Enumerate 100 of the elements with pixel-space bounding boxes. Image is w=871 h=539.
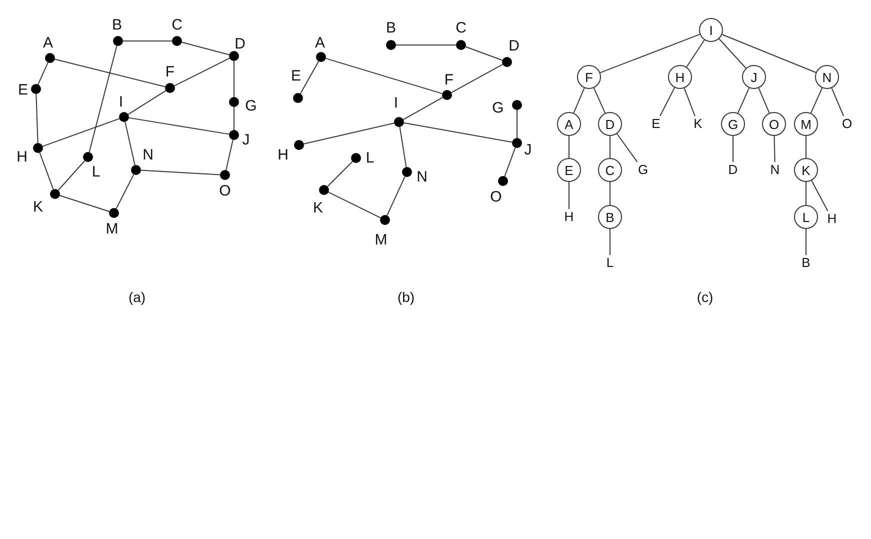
vertex-label: L <box>92 164 100 180</box>
node-label: B <box>606 210 614 224</box>
tree-node-circle <box>794 112 818 136</box>
vertex-label: E <box>18 82 28 98</box>
vertex-label: F <box>444 72 454 88</box>
node-label: I <box>709 24 713 36</box>
vertex-label: O <box>219 184 231 198</box>
connector-line <box>465 46 503 61</box>
leaf-label: D <box>728 163 738 177</box>
connector-line <box>38 62 48 85</box>
vertex-label: K <box>313 200 323 216</box>
connector-line <box>810 87 823 114</box>
leaf-label: E <box>652 117 660 131</box>
vertex-label: O <box>490 190 502 204</box>
connector-line <box>616 133 638 162</box>
vertex-label: C <box>172 18 182 32</box>
connector-line <box>811 180 828 212</box>
connector-line <box>386 176 406 216</box>
connector-line <box>58 160 86 191</box>
vertex-label: B <box>386 20 396 36</box>
vertex-label: A <box>43 36 53 50</box>
node-label: H <box>675 70 685 84</box>
leaf-label: K <box>694 117 702 131</box>
tree-node-circle <box>557 112 581 136</box>
panel-caption: (c) <box>696 289 714 305</box>
connector-line <box>732 136 734 162</box>
connector-line <box>516 110 518 138</box>
leaf-label: H <box>827 212 837 226</box>
node-label: O <box>768 118 780 130</box>
tree-node-circle <box>815 65 839 89</box>
tree-node-circle <box>598 158 622 182</box>
panel-caption: (a) <box>128 289 146 305</box>
leaf-label: L <box>606 256 614 270</box>
leaf-label: B <box>802 256 810 270</box>
vertex-label: N <box>142 148 154 162</box>
connector-line <box>39 152 54 190</box>
tree-node-circle <box>577 65 601 89</box>
connector-line <box>328 192 382 218</box>
node-label: D <box>605 118 615 130</box>
connector-line <box>396 44 456 46</box>
connector-line <box>450 64 504 94</box>
vertex-label: B <box>112 18 122 32</box>
connector-line <box>573 88 585 114</box>
tree-node-circle <box>668 65 692 89</box>
vertex-label: I <box>118 94 124 110</box>
connector-line <box>568 136 570 158</box>
tree-node-circle <box>699 18 723 42</box>
connector-line <box>128 90 166 115</box>
connector-line <box>116 174 134 210</box>
connector-line <box>686 40 705 68</box>
connector-line <box>124 121 136 166</box>
vertex-label: C <box>456 20 466 36</box>
vertex-label: I <box>394 96 398 110</box>
connector-line <box>327 161 353 187</box>
tree-node-circle <box>762 112 786 136</box>
connector-line <box>128 117 230 135</box>
vertex-label: F <box>165 64 175 80</box>
connector-line <box>54 58 166 88</box>
vertex-label: J <box>524 142 532 158</box>
connector-line <box>737 87 750 114</box>
connector-line <box>325 58 443 94</box>
connector-line <box>140 170 220 176</box>
tree-node-circle <box>721 112 745 136</box>
panel-caption: (b) <box>397 289 415 305</box>
node-label: A <box>564 118 574 130</box>
vertex-label: D <box>234 36 246 52</box>
vertex-label: M <box>106 222 118 236</box>
node-label: G <box>728 118 738 130</box>
tree-node-circle <box>598 205 622 229</box>
leaf-label: N <box>770 163 780 177</box>
leaf-label: H <box>564 210 574 224</box>
vertex-label: H <box>278 148 288 162</box>
tree-node-circle <box>794 158 818 182</box>
vertex-label: N <box>416 170 428 184</box>
vertex-label: G <box>492 100 504 116</box>
connector-line <box>226 139 234 171</box>
node-label: C <box>605 164 615 176</box>
vertex-label: M <box>374 232 388 248</box>
node-label: M <box>800 118 812 130</box>
vertex-label: E <box>291 68 301 84</box>
vertex-label: G <box>245 98 257 114</box>
node-label: L <box>802 210 810 224</box>
connector-line <box>722 34 816 73</box>
connector-line <box>303 122 395 144</box>
vertex-label: K <box>33 200 43 214</box>
connector-line <box>593 87 606 114</box>
connector-line <box>831 88 844 116</box>
connector-line <box>174 58 230 86</box>
vertex-label: H <box>16 150 28 164</box>
tree-node-circle <box>794 205 818 229</box>
tree-node-circle <box>598 112 622 136</box>
leaf-label: O <box>842 117 852 131</box>
connector-line <box>684 88 696 116</box>
node-label: J <box>750 70 758 84</box>
connector-line <box>403 122 513 143</box>
node-label: K <box>802 164 810 176</box>
connector-line <box>42 118 120 147</box>
leaf-label: G <box>638 163 648 177</box>
connector-line <box>399 126 407 168</box>
connector-line <box>504 147 516 177</box>
